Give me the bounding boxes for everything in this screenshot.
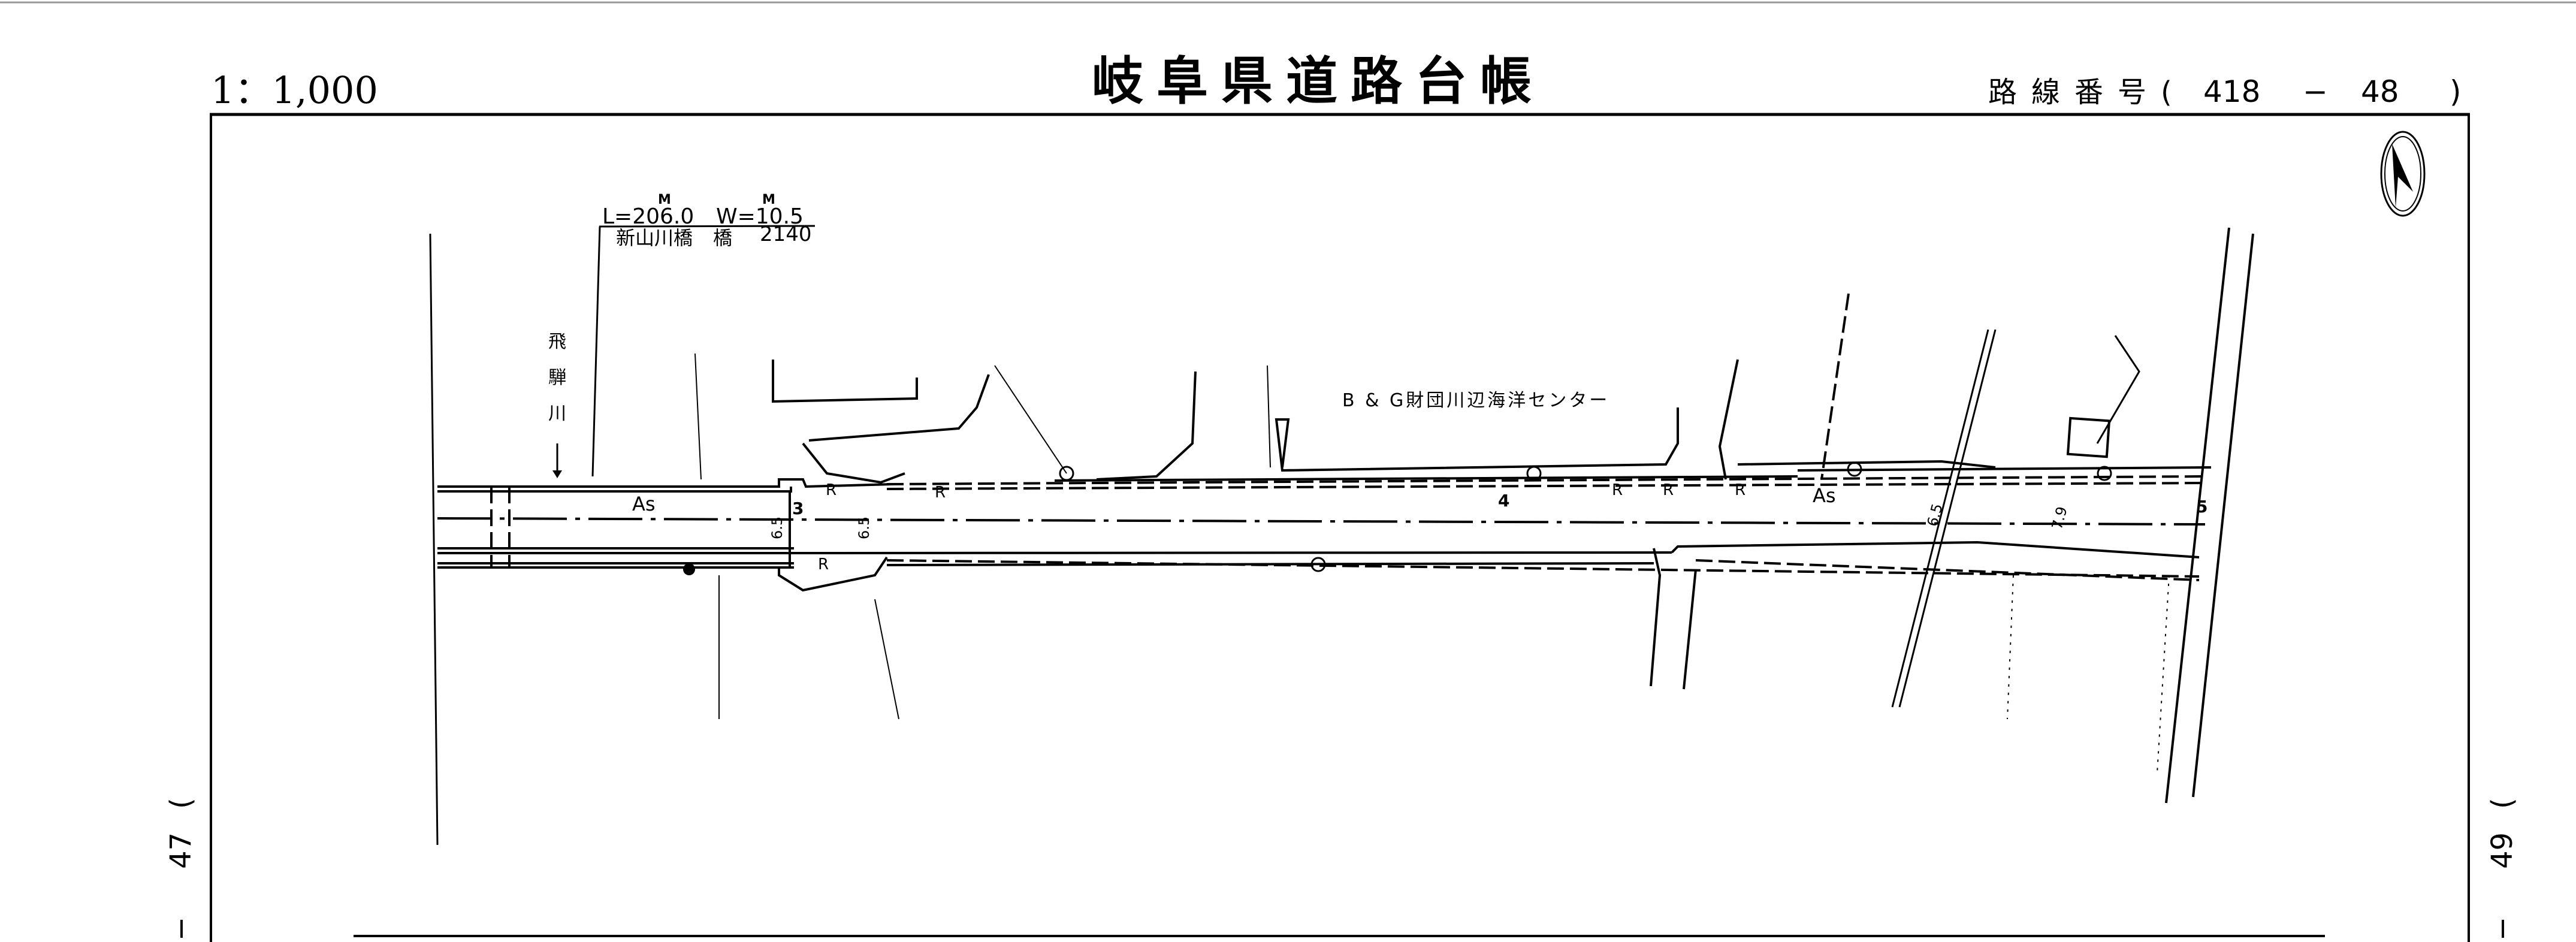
width-label: 7.9 — [2049, 505, 2071, 531]
facility-label: B & G財団川辺海洋センター — [1342, 390, 1609, 411]
adjacent-left-dash: − — [164, 917, 198, 941]
adjacent-left-paren: ( — [164, 798, 198, 809]
width-label: 6.5 — [769, 517, 786, 539]
river-label: 飛 騨 川 — [548, 331, 566, 478]
retaining-mark: R — [1663, 481, 1674, 499]
road — [437, 227, 2254, 804]
width-label: 6.5 — [856, 517, 872, 539]
retaining-mark: R — [818, 555, 829, 573]
adjacent-sheet-right: 49 ( − — [2486, 798, 2519, 941]
north-arrow-icon — [2380, 131, 2426, 217]
width-label: 6.5 — [1924, 502, 1946, 528]
adjacent-left-number: 47 — [164, 832, 198, 869]
route-label: 路線番号( — [1988, 76, 2187, 109]
route-number-value: 418 — [2203, 74, 2260, 109]
surface-label: As — [632, 493, 656, 515]
page-title: 岐阜県道路台帳 — [1092, 52, 1545, 111]
surface-label: As — [1813, 484, 1836, 507]
route-number: 路線番号( 418 − 48 ) — [1988, 74, 2462, 109]
road-labels: As As 3 4 5 6.5 6.5 6.5 7.9 R R R R R R — [632, 481, 2207, 573]
bridge-annotation: M M L=206.0 W=10.5 新山川橋 橋 2140 — [591, 192, 816, 477]
bridge-length: L=206.0 — [602, 204, 694, 229]
bridge-name: 新山川橋 — [616, 227, 693, 249]
route-dash: − — [2303, 74, 2328, 109]
station-number: 3 — [792, 499, 804, 518]
drawing-frame — [210, 113, 2470, 942]
retaining-mark: R — [826, 481, 836, 499]
station-number: 4 — [1498, 491, 1509, 511]
retaining-mark: R — [935, 484, 946, 502]
structures — [683, 335, 2170, 774]
width-unit: M — [762, 192, 775, 207]
retaining-mark: R — [1612, 481, 1623, 499]
river-char-3: 川 — [548, 403, 566, 424]
adjacent-right-number: 49 — [2486, 832, 2519, 869]
sheet-number: 48 — [2361, 74, 2399, 109]
length-unit: M — [658, 192, 671, 207]
bridge-code: 2140 — [760, 222, 812, 246]
bridge-type: 橋 — [713, 227, 732, 249]
bridge-width: W=10.5 — [716, 204, 804, 229]
river-char-2: 騨 — [548, 367, 566, 388]
river-char-1: 飛 — [548, 331, 566, 352]
station-number: 5 — [2196, 497, 2207, 517]
adjacent-sheet-left: 47 ( − — [164, 798, 198, 941]
sheet-boundary — [429, 233, 439, 846]
scale-label: 1：1,000 — [211, 68, 378, 112]
route-close: ) — [2450, 74, 2462, 109]
adjacent-right-dash: − — [2486, 917, 2519, 941]
adjacent-right-paren: ( — [2486, 798, 2519, 809]
retaining-mark: R — [1735, 481, 1745, 499]
